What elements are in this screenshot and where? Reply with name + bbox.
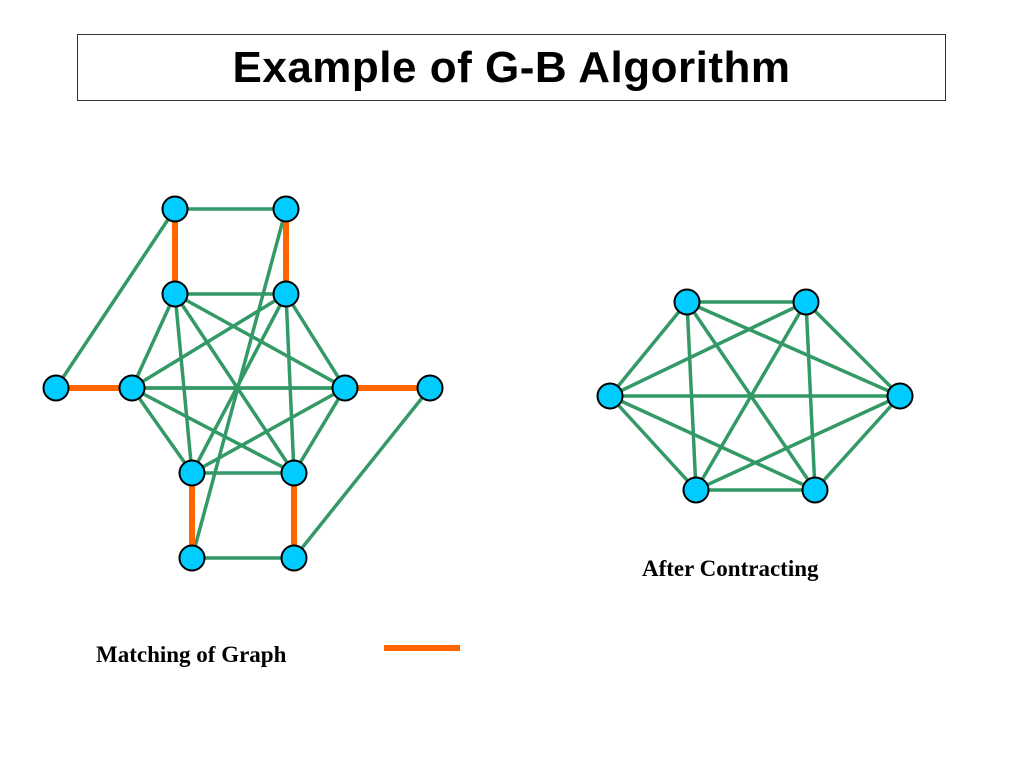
contracted-graph-node (673, 288, 701, 316)
contracted-graph-edge (608, 300, 808, 398)
original-graph-node (280, 459, 308, 487)
original-graph-edge (190, 292, 288, 475)
original-graph-edge (284, 292, 296, 475)
original-graph-node (118, 374, 146, 402)
contracted-graph-node (886, 382, 914, 410)
original-graph-node (272, 280, 300, 308)
slide-title: Example of G-B Algorithm (232, 42, 791, 92)
original-graph-edge (190, 386, 347, 475)
title-box: Example of G-B Algorithm (77, 34, 946, 101)
original-graph-edge (130, 292, 288, 390)
contracted-graph-edge (804, 300, 902, 398)
original-graph-edge (173, 292, 296, 475)
caption-after-contracting: After Contracting (642, 556, 819, 581)
contracted-graph-node (596, 382, 624, 410)
nodes-layer (42, 195, 914, 572)
original-graph-edge (292, 386, 347, 475)
contracted-graph-edge (608, 300, 689, 398)
original-graph-node (178, 544, 206, 572)
original-graph-node (280, 544, 308, 572)
original-graph-edge (292, 386, 432, 560)
original-graph-node (416, 374, 444, 402)
original-graph-edge (130, 386, 194, 475)
contracted-graph-edge (813, 394, 902, 492)
original-graph-edge (284, 292, 347, 390)
original-graph-edge (130, 386, 296, 475)
edges-layer (53, 206, 902, 561)
original-graph-node (331, 374, 359, 402)
original-graph-edge (54, 207, 177, 390)
original-graph-node (178, 459, 206, 487)
original-graph-node (161, 195, 189, 223)
original-graph-edge (130, 292, 177, 390)
contracted-graph-edge (608, 394, 817, 492)
original-graph-node (272, 195, 300, 223)
original-graph-node (161, 280, 189, 308)
contracted-graph-node (682, 476, 710, 504)
contracted-graph-edge (694, 394, 902, 492)
original-graph-edge (173, 292, 194, 475)
matching-legend-line (384, 645, 460, 651)
caption-matching-of-graph: Matching of Graph (96, 642, 287, 667)
contracted-graph-edge (685, 300, 902, 398)
contracted-graph-node (792, 288, 820, 316)
contracted-graph-node (801, 476, 829, 504)
contracted-graph-edge (608, 394, 698, 492)
original-graph-node (42, 374, 70, 402)
